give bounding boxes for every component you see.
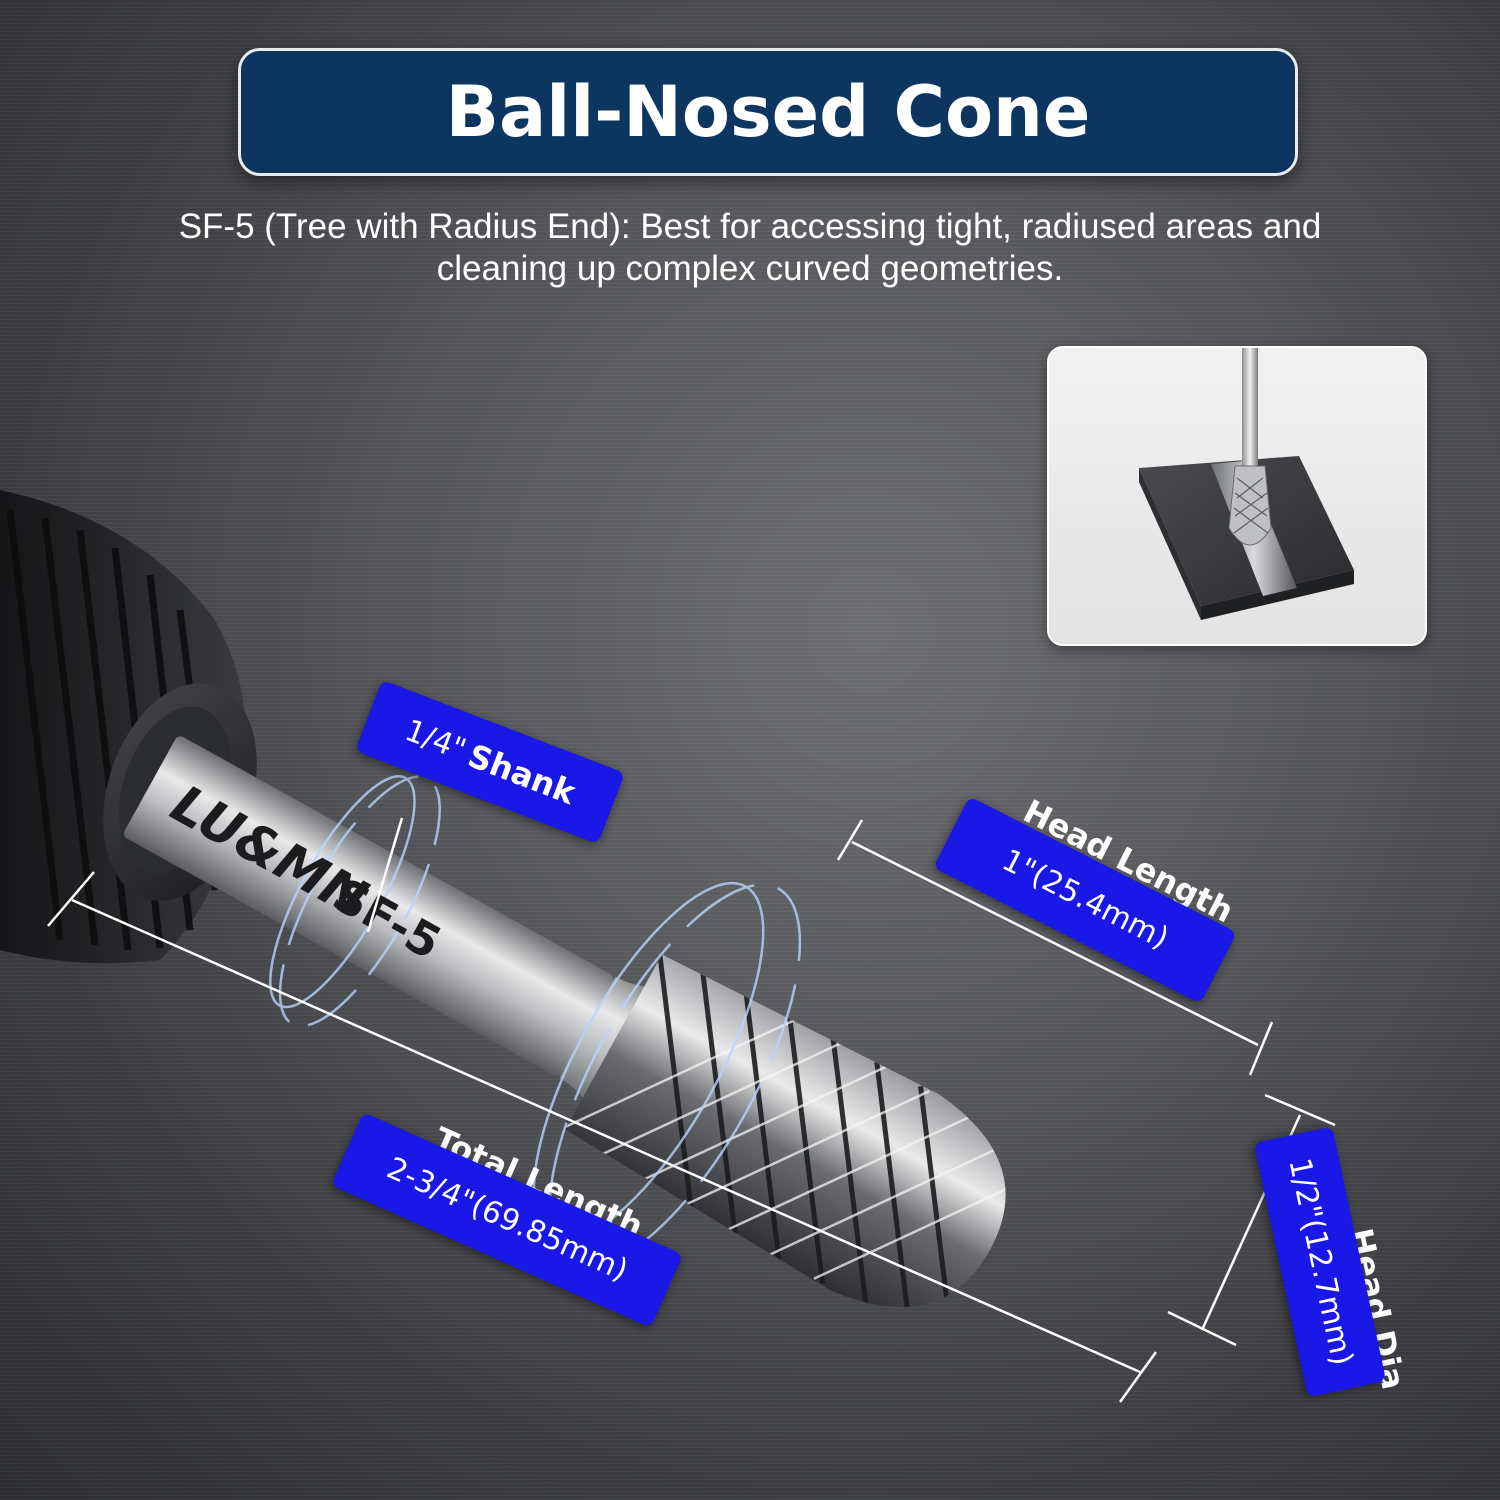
dimension-lines bbox=[47, 817, 1336, 1403]
usage-inset-image bbox=[1047, 346, 1427, 646]
description: SF-5 (Tree with Radius End): Best for ac… bbox=[120, 206, 1380, 290]
usage-illustration bbox=[1139, 348, 1354, 620]
page-title: Ball-Nosed Cone bbox=[445, 71, 1091, 153]
shank-rotation-rings bbox=[269, 775, 441, 1028]
shank-size: 1/4" bbox=[400, 713, 471, 768]
burr-head bbox=[559, 943, 1044, 1349]
description-line-1: SF-5 (Tree with Radius End): Best for ac… bbox=[178, 207, 1322, 246]
total-length-line bbox=[71, 898, 1141, 1374]
head-length-line bbox=[851, 840, 1259, 1047]
shank-dia-line bbox=[366, 817, 404, 933]
description-line-2: cleaning up complex curved geometries. bbox=[436, 249, 1064, 288]
burr-shank bbox=[124, 736, 614, 1076]
title-banner: Ball-Nosed Cone bbox=[238, 48, 1298, 176]
